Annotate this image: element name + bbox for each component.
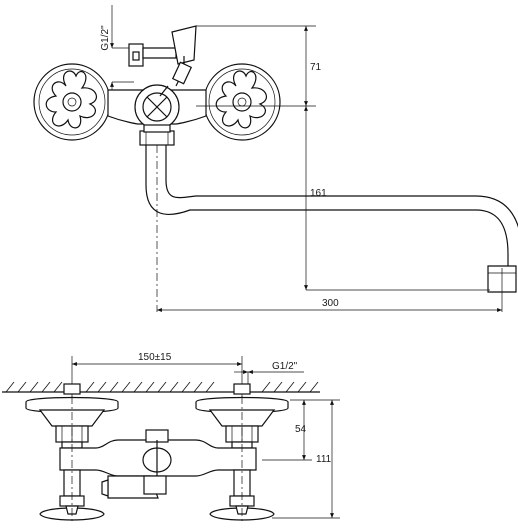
spout-nut-top xyxy=(139,124,175,146)
dim-54: 54 xyxy=(295,424,307,435)
mixer-body-front xyxy=(59,429,257,477)
thread-label-top: G1/2" xyxy=(100,25,111,51)
left-handle-top xyxy=(33,63,111,141)
right-handle-top xyxy=(203,63,281,141)
mixer-body-top xyxy=(107,84,207,130)
diverter-top xyxy=(128,25,197,97)
center-distance-dimension: 150±15 xyxy=(71,352,243,400)
spout-stub-front xyxy=(101,475,167,499)
vertical-dimensions-front: 54 111 xyxy=(262,399,340,519)
dim-300: 300 xyxy=(322,298,339,309)
front-view: 150±15 G1/2" xyxy=(2,352,340,524)
top-view: G1/2" xyxy=(33,5,518,312)
dim-71: 71 xyxy=(310,62,322,73)
wall-hatched xyxy=(2,381,320,393)
spout-top xyxy=(145,145,518,293)
dim-111: 111 xyxy=(316,454,332,465)
vertical-dimensions-top: 71 161 xyxy=(196,25,490,291)
dim-161: 161 xyxy=(310,188,327,199)
horizontal-dimension-top: 300 xyxy=(157,298,502,312)
thread-dimension-front: G1/2" xyxy=(234,361,304,384)
thread-label-front: G1/2" xyxy=(272,361,298,372)
dim-150: 150±15 xyxy=(138,352,172,363)
